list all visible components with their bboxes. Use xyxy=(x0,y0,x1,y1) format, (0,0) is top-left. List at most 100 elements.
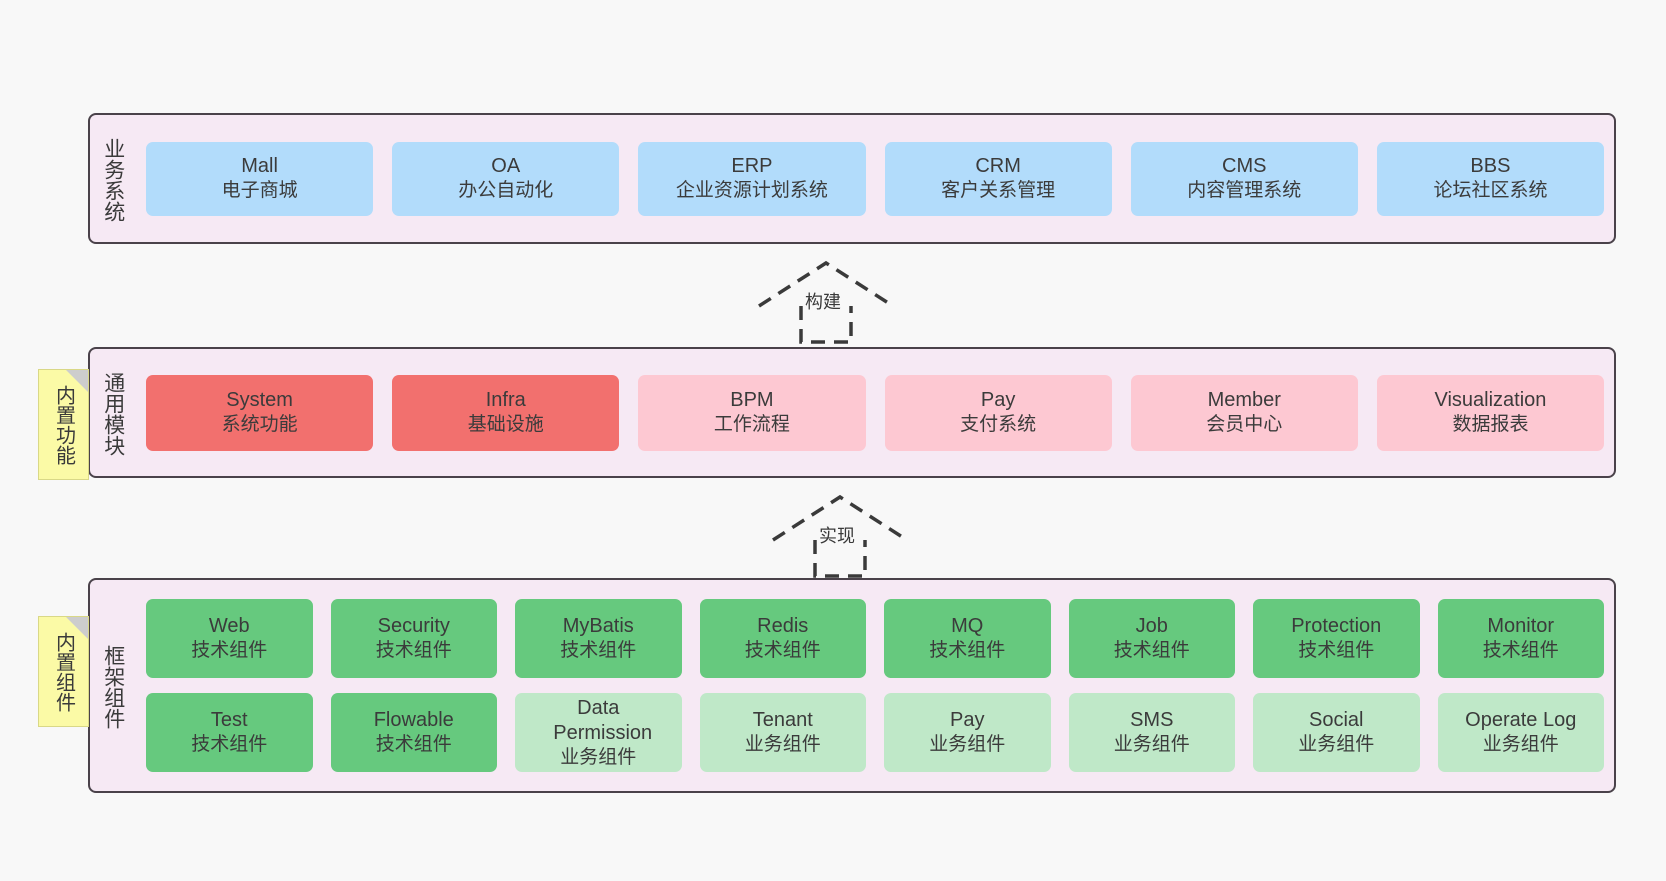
card-subtitle: 办公自动化 xyxy=(458,180,554,202)
card-social[interactable]: Social 业务组件 xyxy=(1253,693,1420,772)
connector-build: 构建 xyxy=(756,258,901,344)
card-subtitle: 技术组件 xyxy=(1482,640,1559,662)
card-subtitle: 客户关系管理 xyxy=(941,180,1056,202)
card-operate-log[interactable]: Operate Log 业务组件 xyxy=(1437,693,1604,772)
card-title: MyBatis xyxy=(562,615,634,638)
card-subtitle: 内容管理系统 xyxy=(1187,180,1302,202)
card-oa[interactable]: OA 办公自动化 xyxy=(392,141,620,216)
card-subtitle: 数据报表 xyxy=(1452,414,1529,436)
card-title: CRM xyxy=(975,155,1021,178)
card-subtitle: 技术组件 xyxy=(929,640,1006,662)
card-monitor[interactable]: Monitor 技术组件 xyxy=(1437,599,1604,678)
card-redis[interactable]: Redis 技术组件 xyxy=(699,599,866,678)
card-subtitle: 业务组件 xyxy=(929,734,1006,756)
card-subtitle: 业务组件 xyxy=(1482,734,1559,756)
card-subtitle: 技术组件 xyxy=(191,640,268,662)
card-subtitle: 业务组件 xyxy=(744,734,821,756)
card-mq[interactable]: MQ 技术组件 xyxy=(884,599,1051,678)
note-label: 内置组件 xyxy=(52,631,75,712)
connector-build-arrow xyxy=(758,260,894,344)
card-row: Web 技术组件 Security 技术组件 MyBatis 技术组件 Redi… xyxy=(146,599,1604,678)
card-system[interactable]: System 系统功能 xyxy=(146,374,374,451)
card-subtitle: 技术组件 xyxy=(744,640,821,662)
card-title: System xyxy=(226,389,293,412)
card-data-permission[interactable]: Data Permission 业务组件 xyxy=(515,693,682,772)
card-title: Job xyxy=(1135,615,1168,638)
card-cms[interactable]: CMS 内容管理系统 xyxy=(1130,141,1358,216)
card-title: ERP xyxy=(731,155,773,178)
card-subtitle: 会员中心 xyxy=(1206,414,1283,436)
card-title: Mall xyxy=(241,155,278,178)
card-subtitle: 技术组件 xyxy=(191,734,268,756)
note-fold-corner xyxy=(66,370,88,392)
note-label: 内置功能 xyxy=(52,384,75,465)
card-crm[interactable]: CRM 客户关系管理 xyxy=(884,141,1112,216)
layer-framework-component: 框架组件 Web 技术组件 Security 技术组件 MyBatis 技术组件… xyxy=(88,578,1616,793)
card-title: BPM xyxy=(730,389,774,412)
card-title: Infra xyxy=(485,389,526,412)
card-title: OA xyxy=(491,155,521,178)
card-pay-component[interactable]: Pay 业务组件 xyxy=(884,693,1051,772)
card-subtitle: 基础设施 xyxy=(467,414,544,436)
card-test[interactable]: Test 技术组件 xyxy=(146,693,313,772)
card-subtitle: 论坛社区系统 xyxy=(1433,180,1548,202)
connector-implement-arrow xyxy=(772,494,908,578)
card-title: SMS xyxy=(1130,709,1174,732)
card-title: Security xyxy=(377,615,450,638)
note-builtin-function: 内置功能 xyxy=(38,369,89,480)
card-title: Member xyxy=(1207,389,1281,412)
card-job[interactable]: Job 技术组件 xyxy=(1068,599,1235,678)
card-title: Pay xyxy=(980,389,1016,412)
card-web[interactable]: Web 技术组件 xyxy=(146,599,313,678)
card-title: Operate Log xyxy=(1465,709,1577,732)
card-protection[interactable]: Protection 技术组件 xyxy=(1253,599,1420,678)
card-title: Redis xyxy=(757,615,809,638)
card-title: MQ xyxy=(951,615,984,638)
card-bpm[interactable]: BPM 工作流程 xyxy=(638,374,866,451)
card-subtitle: 业务组件 xyxy=(1298,734,1375,756)
layer-framework-component-body: Web 技术组件 Security 技术组件 MyBatis 技术组件 Redi… xyxy=(136,580,1614,791)
card-title: BBS xyxy=(1470,155,1511,178)
note-builtin-component: 内置组件 xyxy=(38,616,89,727)
connector-implement: 实现 xyxy=(770,492,915,578)
card-subtitle: 技术组件 xyxy=(1298,640,1375,662)
layer-framework-component-title: 框架组件 xyxy=(101,644,125,729)
card-mybatis[interactable]: MyBatis 技术组件 xyxy=(515,599,682,678)
card-subtitle: 技术组件 xyxy=(375,734,452,756)
card-flowable[interactable]: Flowable 技术组件 xyxy=(330,693,497,772)
card-subtitle: 技术组件 xyxy=(560,640,637,662)
connector-build-label: 构建 xyxy=(805,292,841,312)
card-title: Visualization xyxy=(1434,389,1547,412)
card-infra[interactable]: Infra 基础设施 xyxy=(392,374,620,451)
card-subtitle: 系统功能 xyxy=(221,414,298,436)
card-pay[interactable]: Pay 支付系统 xyxy=(884,374,1112,451)
card-subtitle: 技术组件 xyxy=(1113,640,1190,662)
card-visualization[interactable]: Visualization 数据报表 xyxy=(1376,374,1605,451)
card-bbs[interactable]: BBS 论坛社区系统 xyxy=(1376,141,1605,216)
connector-implement-label: 实现 xyxy=(819,526,855,546)
card-title: Web xyxy=(208,615,250,638)
card-title: Test xyxy=(210,709,248,732)
layer-business-system-title: 业务系统 xyxy=(101,137,125,222)
card-member[interactable]: Member 会员中心 xyxy=(1130,374,1358,451)
card-row: Mall 电子商城 OA 办公自动化 ERP 企业资源计划系统 CRM 客户关系… xyxy=(146,141,1605,216)
card-mall[interactable]: Mall 电子商城 xyxy=(146,141,374,216)
card-subtitle: 业务组件 xyxy=(1113,734,1190,756)
card-title: Flowable xyxy=(373,709,454,732)
card-title: Tenant xyxy=(752,709,813,732)
layer-common-module-body: System 系统功能 Infra 基础设施 BPM 工作流程 Pay 支付系统… xyxy=(136,349,1614,476)
card-sms[interactable]: SMS 业务组件 xyxy=(1068,693,1235,772)
card-subtitle: 技术组件 xyxy=(375,640,452,662)
card-title: Social xyxy=(1309,709,1364,732)
card-tenant[interactable]: Tenant 业务组件 xyxy=(699,693,866,772)
note-fold-corner xyxy=(66,617,88,639)
card-subtitle: 业务组件 xyxy=(560,746,637,768)
card-title: Monitor xyxy=(1487,615,1555,638)
card-erp[interactable]: ERP 企业资源计划系统 xyxy=(638,141,866,216)
card-subtitle: 企业资源计划系统 xyxy=(675,180,828,202)
card-security[interactable]: Security 技术组件 xyxy=(330,599,497,678)
card-title: Pay xyxy=(950,709,985,732)
layer-business-system: 业务系统 Mall 电子商城 OA 办公自动化 ERP 企业资源计划系统 CRM… xyxy=(88,113,1616,244)
layer-business-system-body: Mall 电子商城 OA 办公自动化 ERP 企业资源计划系统 CRM 客户关系… xyxy=(136,115,1614,242)
